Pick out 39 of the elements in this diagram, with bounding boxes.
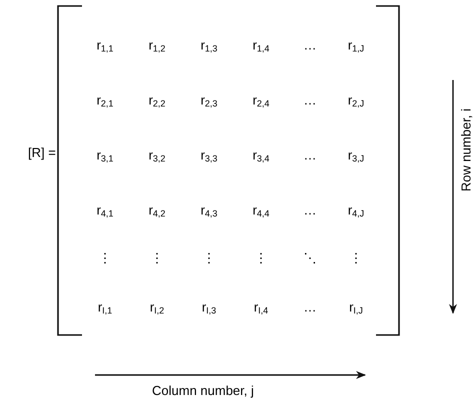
matrix-entry: r$_{2,3}$: [200, 94, 218, 106]
matrix-entry: …: [304, 94, 316, 106]
matrix-entry: r$_{4,3}$: [200, 204, 218, 216]
matrix-entry: r$_{2,2}$: [148, 94, 166, 106]
matrix-entry: r$_{I,1}$: [98, 300, 112, 314]
matrix-entry: r$_{4,4}$: [252, 204, 270, 216]
matrix-entry: r$_{4,J}$: [348, 204, 364, 216]
matrix-entry: r$_{I,2}$: [150, 300, 164, 314]
matrix-entry: r$_{3,3}$: [200, 148, 218, 162]
matrix-entry: r$_{3,J}$: [348, 148, 364, 162]
matrix-entry: r$_{1,J}$: [348, 38, 364, 52]
matrix-entry: ⋱: [304, 252, 316, 264]
matrix-entry: r$_{1,1}$: [96, 38, 114, 52]
matrix-entry: ⋮: [350, 252, 362, 264]
matrix-entry: r$_{3,4}$: [252, 148, 270, 162]
matrix-name: [R] =: [28, 146, 56, 159]
matrix-entry: …: [304, 204, 316, 216]
matrix-entry: r$_{I,J}$: [349, 300, 363, 314]
matrix-entry: r$_{1,2}$: [148, 38, 166, 52]
matrix-entry: r$_{I,3}$: [202, 300, 216, 314]
matrix-entry: r$_{2,4}$: [252, 94, 270, 106]
matrix-entry: r$_{1,3}$: [200, 38, 218, 52]
matrix-entry: r$_{4,2}$: [148, 204, 166, 216]
matrix-entry: r$_{1,4}$: [252, 38, 270, 52]
matrix-entry: ⋮: [150, 252, 164, 264]
matrix-entry: ⋮: [98, 252, 112, 264]
matrix-entry: r$_{3,2}$: [148, 148, 166, 162]
matrix-entry: r$_{3,1}$: [96, 148, 114, 162]
matrix-entry: r$_{I,4}$: [254, 300, 268, 314]
matrix-entry: …: [304, 148, 316, 162]
axis-label: Row number, i: [460, 108, 472, 192]
axis-label: Column number, j: [152, 384, 254, 397]
matrix-entry: …: [304, 38, 316, 52]
matrix-entry: r$_{2,J}$: [348, 94, 364, 106]
matrix-entry: …: [304, 300, 316, 314]
matrix-entry: r$_{4,1}$: [96, 204, 114, 216]
matrix-entry: ⋮: [202, 252, 216, 264]
matrix-entry: ⋮: [254, 252, 268, 264]
matrix-entry: r$_{2,1}$: [96, 94, 114, 106]
